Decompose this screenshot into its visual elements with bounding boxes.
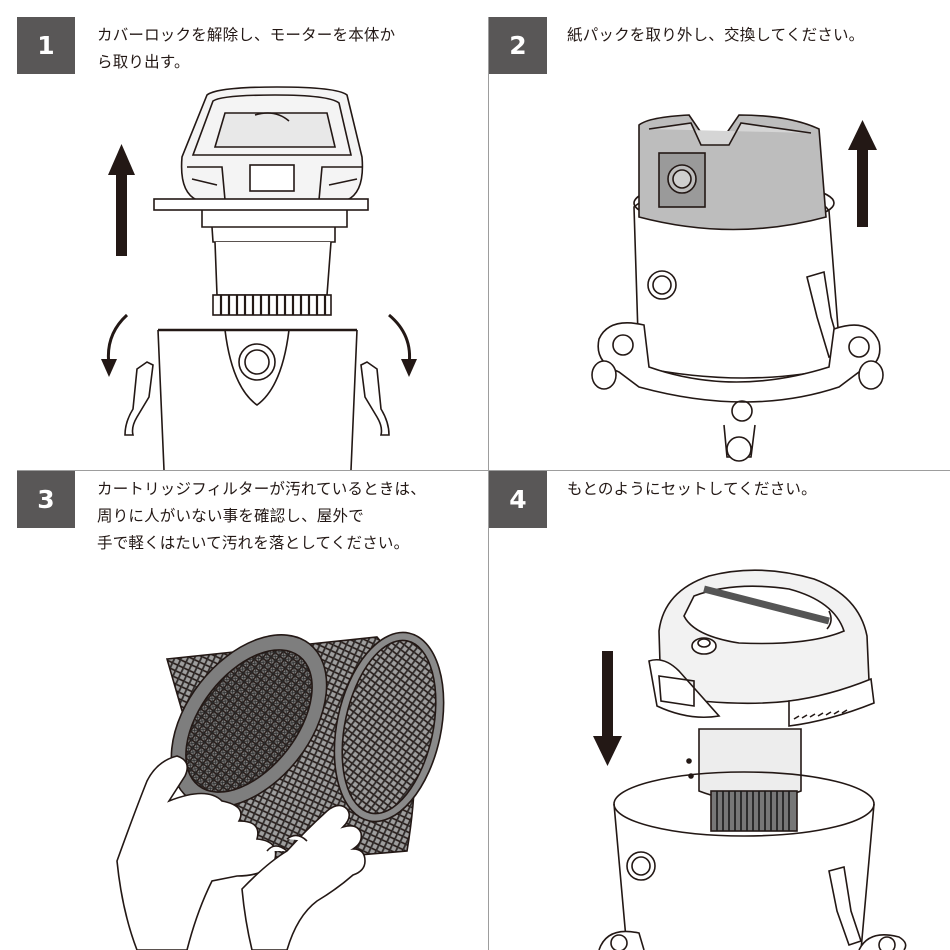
cartridge-filter-icon [698, 728, 802, 832]
step-2-text: 紙パックを取り外し、交換してください。 [567, 26, 865, 44]
step-4-number: 4 [489, 471, 547, 528]
vacuum-tank-icon [591, 114, 884, 462]
motor-head-icon [153, 86, 369, 316]
motor-head-icon [648, 569, 875, 727]
tank-body-icon [124, 328, 390, 470]
step-2-panel: 2 紙パックを取り外し、交換してください。 [489, 17, 950, 471]
paper-bag-replacement-illustration [591, 114, 884, 462]
up-arrow-icon [848, 120, 877, 227]
vacuum-tank-icon [598, 758, 907, 950]
filter-cleaning-illustration [116, 631, 445, 950]
step-3-panel: 3 カートリッジフィルターが汚れているときは、 周りに人がいない事を確認し、屋外… [17, 471, 489, 950]
step-4-panel: 4 もとのようにセットしてください。 [489, 471, 950, 950]
step-3-text: カートリッジフィルターが汚れているときは、 周りに人がいない事を確認し、屋外で … [97, 480, 426, 552]
step-3-number: 3 [17, 471, 75, 528]
step-1-panel: 1 カバーロックを解除し、モーターを本体か ら取り出す。 [17, 17, 489, 471]
step-1-number: 1 [17, 17, 75, 74]
rotate-right-arrow-icon [388, 313, 417, 377]
up-arrow-icon [108, 144, 135, 256]
down-arrow-icon [593, 651, 622, 766]
reassembly-illustration [593, 569, 907, 950]
instruction-grid: 1 カバーロックを解除し、モーターを本体か ら取り出す。 [17, 17, 950, 950]
motor-removal-illustration [101, 86, 417, 470]
step-1-text: カバーロックを解除し、モーターを本体か ら取り出す。 [97, 26, 396, 71]
rotate-left-arrow-icon [101, 313, 129, 377]
step-2-number: 2 [489, 17, 547, 74]
step-4-text: もとのようにセットしてください。 [567, 480, 817, 498]
hands-icon [116, 755, 366, 950]
